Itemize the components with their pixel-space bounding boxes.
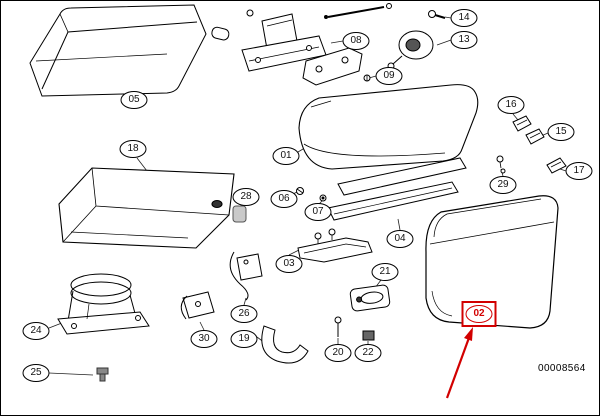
part-05-drawing (29, 4, 207, 97)
strut-rod-drawing (324, 3, 392, 19)
callout-number: 05 (128, 94, 140, 105)
part-18-drawing (58, 167, 235, 249)
callout-17[interactable]: 17 (565, 162, 593, 180)
callout-06[interactable]: 06 (270, 190, 298, 208)
rubber-buffer-drawing (211, 26, 230, 41)
part-20-drawing (334, 316, 342, 337)
part-29-drawing (496, 155, 506, 174)
callout-01[interactable]: 01 (272, 147, 300, 165)
part-04-drawing (327, 157, 467, 221)
callout-number: 08 (350, 35, 362, 46)
part-07-drawing (319, 194, 327, 202)
callout-07[interactable]: 07 (304, 203, 332, 221)
callout-number: 19 (238, 333, 250, 344)
callout-20[interactable]: 20 (324, 344, 352, 362)
callout-26[interactable]: 26 (230, 305, 258, 323)
callout-25[interactable]: 25 (22, 364, 50, 382)
callout-18[interactable]: 18 (119, 140, 147, 158)
callout-number: 22 (362, 347, 374, 358)
highlight-arrow (445, 327, 473, 399)
callout-30[interactable]: 30 (190, 330, 218, 348)
callout-number: 26 (238, 308, 250, 319)
part-21-drawing (349, 284, 391, 312)
callout-number: 18 (127, 143, 139, 154)
part-13-drawing (387, 30, 434, 70)
callout-number: 21 (379, 266, 391, 277)
callout-number: 07 (312, 206, 324, 217)
callout-05[interactable]: 05 (120, 91, 148, 109)
callout-02[interactable]: 02 (465, 305, 493, 323)
callout-number: 14 (458, 12, 470, 23)
callout-15[interactable]: 15 (547, 123, 575, 141)
part-01-drawing (298, 84, 479, 170)
callout-02-highlight-box[interactable]: 02 (461, 301, 497, 327)
callout-28[interactable]: 28 (232, 188, 260, 206)
callout-24[interactable]: 24 (22, 322, 50, 340)
diagram-id-label: 00008564 (538, 363, 586, 374)
callout-16[interactable]: 16 (497, 96, 525, 114)
part-19-drawing (261, 325, 309, 364)
part-06-drawing (296, 187, 304, 195)
callout-number: 13 (458, 34, 470, 45)
callout-04[interactable]: 04 (386, 230, 414, 248)
callout-03[interactable]: 03 (275, 255, 303, 273)
callout-13[interactable]: 13 (450, 31, 478, 49)
callout-14[interactable]: 14 (450, 9, 478, 27)
callout-number: 16 (505, 99, 517, 110)
part-08-drawing (241, 9, 327, 72)
callout-number: 03 (283, 258, 295, 269)
part-22-drawing (362, 330, 375, 341)
part-15-drawing (525, 128, 545, 145)
part-02-drawing (425, 195, 559, 329)
part-30-drawing (180, 291, 215, 320)
part-17-drawing (546, 157, 567, 174)
callout-08[interactable]: 08 (342, 32, 370, 50)
callout-number: 30 (198, 333, 210, 344)
callout-29[interactable]: 29 (489, 176, 517, 194)
callout-number: 20 (332, 347, 344, 358)
callout-number: 01 (280, 150, 292, 161)
callout-number: 17 (573, 165, 585, 176)
callout-number: 15 (555, 126, 567, 137)
callout-21[interactable]: 21 (371, 263, 399, 281)
callout-number: 09 (383, 70, 395, 81)
part-14-screw-drawing (428, 10, 446, 19)
callout-number: 02 (473, 308, 485, 319)
callout-number: 04 (394, 233, 406, 244)
callout-number: 28 (240, 191, 252, 202)
part-28-drawing (232, 205, 247, 223)
callout-number: 06 (278, 193, 290, 204)
part-25-drawing (96, 367, 109, 382)
part-26-drawing (229, 251, 263, 301)
callout-19[interactable]: 19 (230, 330, 258, 348)
part-16-drawing (512, 115, 532, 132)
callout-22[interactable]: 22 (354, 344, 382, 362)
callout-number: 29 (497, 179, 509, 190)
part-24-drawing (57, 273, 150, 335)
callout-09[interactable]: 09 (375, 67, 403, 85)
callout-number: 24 (30, 325, 42, 336)
part-03-drawing (297, 228, 373, 263)
callout-number: 25 (30, 367, 42, 378)
